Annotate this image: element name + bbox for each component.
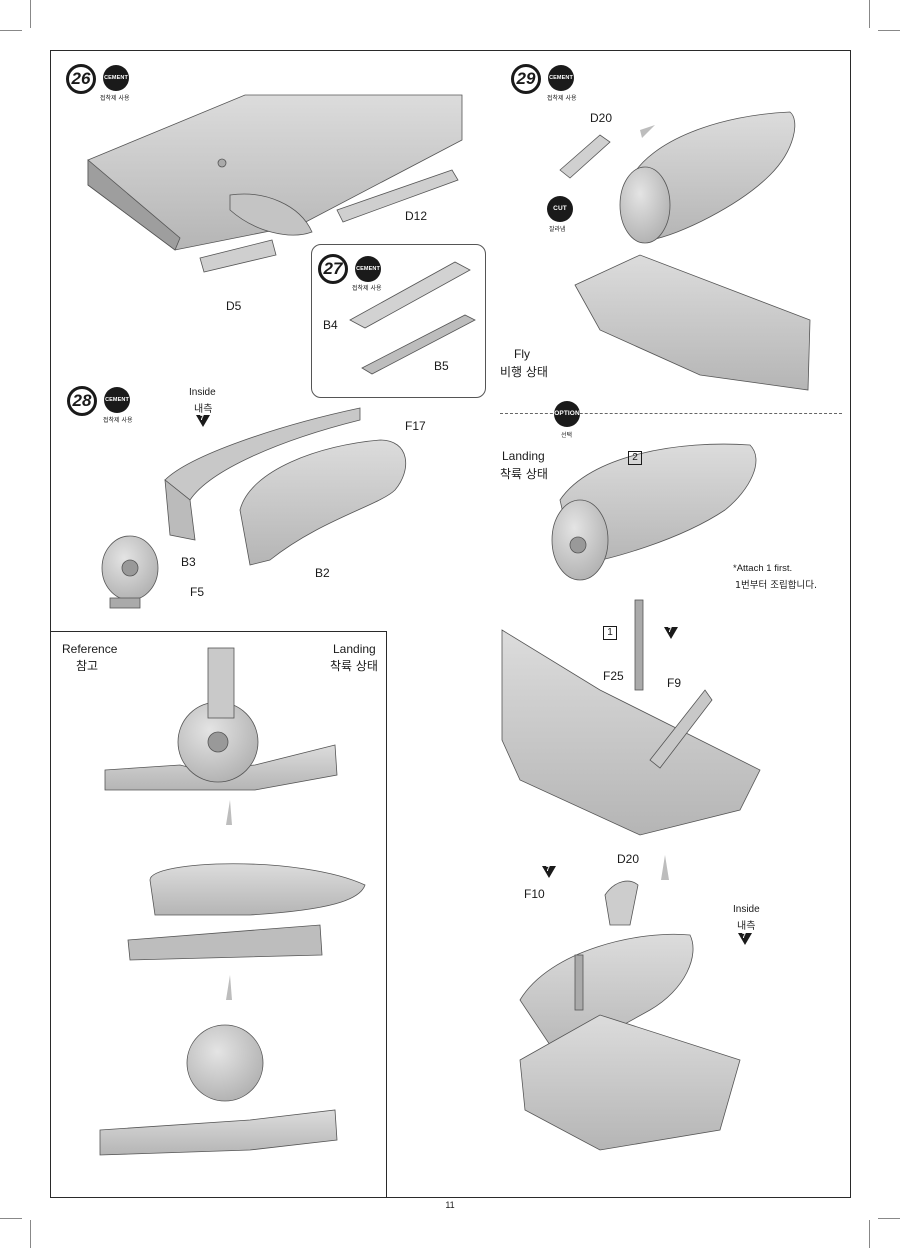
part-label-d20-top: D20 [590,111,613,125]
part-label-b3: B3 [181,555,196,569]
inside-label-ko: 내측 [737,921,756,932]
cement-badge-sub: 접착제 사용 [547,95,577,102]
part-label-b5: B5 [434,359,449,373]
step-27-panel [311,244,486,398]
attach-note: *Attach 1 first. [733,563,793,574]
f10-marker-icon: 7 [542,866,556,878]
crop-mark [878,1218,900,1219]
page-frame [50,50,851,1198]
reference-landing-title-ko: 착륙 상태 [330,659,378,673]
option-badge: OPTION [554,401,580,427]
crop-mark [869,1220,870,1248]
cement-badge: CEMENT [355,256,381,282]
sequence-box-2: 2 [628,451,642,465]
arrows [226,125,669,1000]
wing-illustration-26 [87,94,463,273]
cut-badge-sub: 잘라냄 [549,226,566,233]
inside-label-ko: 내측 [194,404,213,415]
inside-marker-icon: 7 [196,415,210,427]
option-badge-sub: 선택 [561,432,573,439]
landing-label-ko: 착륙 상태 [500,467,548,481]
part-label-f10: F10 [524,887,545,901]
gear-marker-icon: 7 [664,627,678,639]
part-label-b2: B2 [315,566,330,580]
reference-landing-title: Landing [333,642,376,656]
crop-mark [30,0,31,28]
part-b4-b5 [349,261,476,375]
part-label-b4: B4 [323,318,338,332]
cement-badge: CEMENT [104,387,130,413]
landing-label: Landing [502,449,545,463]
cement-badge-sub: 접착제 사용 [103,417,133,424]
reference-panel [50,631,387,1198]
inside-marker-icon: 7 [738,933,752,945]
crop-mark [0,1218,22,1219]
crop-mark [30,1220,31,1248]
reference-illustrations [99,647,366,1156]
nacelle-illustration-28 [101,407,407,609]
part-label-d12: D12 [405,209,428,223]
step-number-28: 28 [67,386,97,416]
part-label-f17: F17 [405,419,426,433]
inside-label: Inside [733,904,760,915]
part-label-f9: F9 [667,676,682,690]
part-label-f5: F5 [190,585,205,599]
crop-mark [878,30,900,31]
inside-label: Inside [189,387,216,398]
cement-badge-sub: 접착제 사용 [100,95,130,102]
page-number: 11 [445,1200,455,1210]
fly-label: Fly [514,347,530,361]
part-label-d20-bottom: D20 [617,852,640,866]
part-label-d5: D5 [226,299,242,313]
nacelle-landing-29 [501,443,761,836]
crop-mark [869,0,870,28]
cement-badge: CEMENT [103,65,129,91]
cut-badge: CUT [547,196,573,222]
step-number-26: 26 [66,64,96,94]
reference-title: Reference [62,642,118,656]
step-number-27: 27 [318,254,348,284]
part-label-f25: F25 [603,669,624,683]
cement-badge-sub: 접착제 사용 [352,285,382,292]
sequence-box-1: 1 [603,626,617,640]
fly-label-ko: 비행 상태 [500,365,548,379]
cement-badge: CEMENT [548,65,574,91]
crop-mark [0,30,22,31]
attach-note-ko: 1번부터 조립합니다. [735,580,818,591]
option-divider [500,413,842,414]
reference-title-ko: 참고 [76,659,99,673]
nacelle-final-29 [519,880,741,1151]
step-number-29: 29 [511,64,541,94]
nacelle-fly-29 [559,111,811,391]
